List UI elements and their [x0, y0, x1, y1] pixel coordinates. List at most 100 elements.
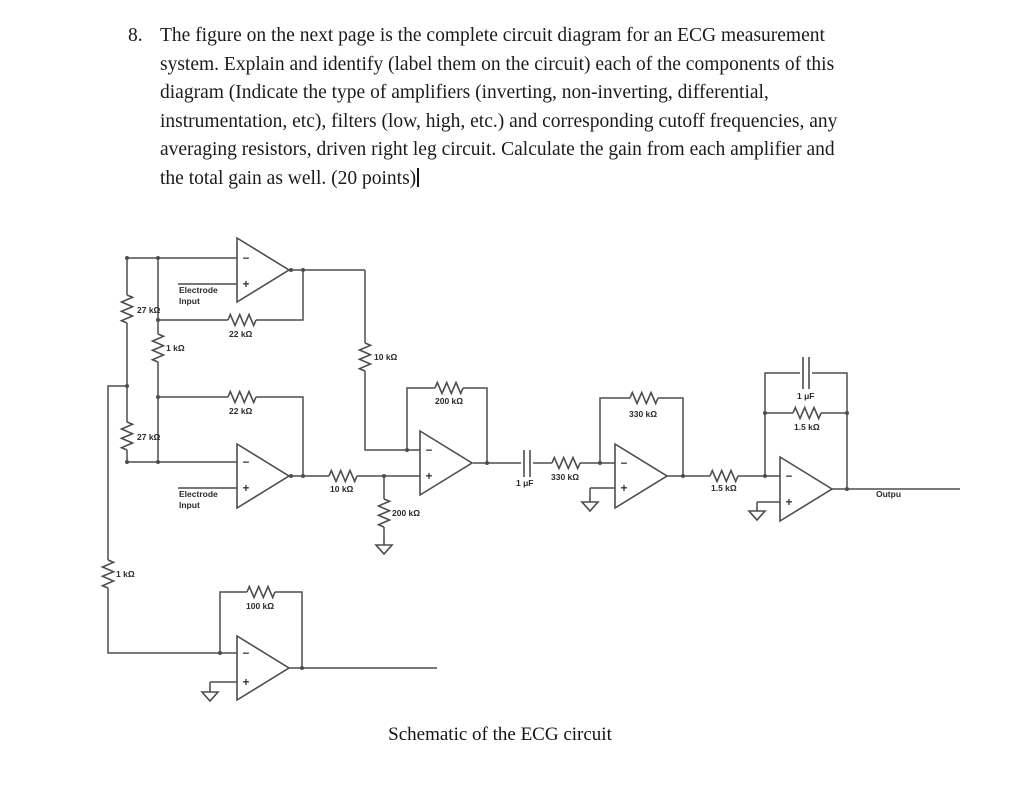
electrode-input-label: Electrode [179, 285, 218, 295]
ground-icon [375, 539, 393, 555]
ground-icon [581, 496, 599, 512]
resistor-value: 22 kΩ [229, 406, 253, 416]
resistor-1p5k-feedback [792, 406, 822, 420]
resistor-330k-input [551, 456, 581, 470]
junction [681, 474, 685, 478]
question-line[interactable]: system. Explain and identify (label them… [160, 53, 835, 75]
resistor-value: 22 kΩ [229, 329, 253, 339]
capacitor-value: 1 μF [516, 478, 533, 488]
resistor-value: 10 kΩ [374, 352, 398, 362]
junction [405, 448, 409, 452]
opamp-plus-sign: + [621, 483, 628, 495]
junction [300, 666, 304, 670]
capacitor-plates [523, 450, 531, 477]
resistor-1p5k-input [709, 469, 739, 483]
junction [301, 268, 305, 272]
junction [125, 460, 129, 464]
question-line[interactable]: averaging resistors, driven right leg ci… [160, 136, 928, 165]
junction [845, 487, 849, 491]
resistor-200k-ground [377, 498, 391, 528]
junction [598, 461, 602, 465]
junction [845, 411, 849, 415]
resistor-27k-bottom [120, 421, 134, 451]
resistor-value: 1 kΩ [166, 343, 185, 353]
resistor-200k-feedback [434, 381, 464, 395]
resistor-1k-gain [151, 333, 165, 363]
question-line[interactable]: diagram (Indicate the type of amplifiers… [160, 82, 769, 104]
junction [156, 395, 160, 399]
resistor-value: 200 kΩ [392, 508, 420, 518]
opamp-highpass [614, 443, 668, 509]
ground-icon [748, 505, 766, 521]
opamp-differential [419, 430, 473, 496]
output-label: Outpu [876, 489, 901, 499]
capacitor-1uf-series [523, 450, 531, 477]
junction [156, 460, 160, 464]
wire-net [107, 257, 960, 687]
question-line[interactable]: the total gain as well. (20 points) [160, 165, 928, 194]
resistor-22k-top [227, 313, 257, 327]
opamp-lowpass [779, 456, 833, 522]
resistor-value: 200 kΩ [435, 396, 463, 406]
question-text[interactable]: The figure on the next page is the compl… [160, 22, 928, 194]
resistor-value: 330 kΩ [551, 472, 579, 482]
question-line[interactable]: instrumentation, etc), filters (low, hig… [160, 110, 838, 132]
opamp-minus-sign: − [243, 253, 250, 265]
junction-dots [125, 256, 849, 670]
junction [218, 651, 222, 655]
junction [485, 461, 489, 465]
capacitor-plates [802, 357, 810, 389]
opamp-buffer-top [236, 237, 290, 303]
resistor-1k-drl [101, 559, 115, 589]
capacitor-1uf-feedback [802, 357, 810, 389]
question-block[interactable]: 8. The figure on the next page is the co… [128, 22, 928, 194]
resistor-value: 330 kΩ [629, 409, 657, 419]
opamp-minus-sign: − [786, 471, 793, 483]
resistor-27k-top [120, 294, 134, 324]
junction [289, 268, 293, 272]
ground-icon [201, 686, 219, 702]
opamp-plus-sign: + [243, 677, 250, 689]
resistor-100k-feedback [246, 585, 276, 599]
junction [382, 474, 386, 478]
opamp-signs: − + − + − + − + − + − + [243, 253, 793, 689]
junction [125, 384, 129, 388]
question-number[interactable]: 8. [128, 25, 143, 46]
opamp-plus-sign: + [243, 483, 250, 495]
resistor-value: 1.5 kΩ [711, 483, 737, 493]
junction [301, 474, 305, 478]
figure-caption[interactable]: Schematic of the ECG circuit [388, 724, 612, 745]
component-labels: Electrode Input Electrode Input 27 kΩ 1 … [116, 285, 901, 611]
resistor-value: 27 kΩ [137, 432, 161, 442]
resistor-10k-vertical [358, 342, 372, 372]
resistor-330k-feedback [629, 391, 659, 405]
opamp-driven-right-leg [236, 635, 290, 701]
question-line[interactable]: The figure on the next page is the compl… [160, 25, 825, 46]
opamp-plus-sign: + [786, 497, 793, 509]
junction [763, 474, 767, 478]
resistor-value: 1 kΩ [116, 569, 135, 579]
resistor-10k-horizontal [328, 469, 358, 483]
opamp-minus-sign: − [621, 458, 628, 470]
resistors [101, 294, 822, 599]
junction [763, 411, 767, 415]
electrode-input-label: Input [179, 500, 200, 510]
junction [156, 318, 160, 322]
junction [125, 256, 129, 260]
resistor-22k-bottom [227, 390, 257, 404]
opamp-plus-sign: + [426, 471, 433, 483]
text-cursor [417, 167, 419, 187]
opamp-minus-sign: − [426, 445, 433, 457]
opamp-buffer-bottom [236, 443, 290, 509]
resistor-value: 1.5 kΩ [794, 422, 820, 432]
junction [289, 474, 293, 478]
question-line-text: the total gain as well. (20 points) [160, 167, 417, 189]
opamp-minus-sign: − [243, 648, 250, 660]
capacitor-value: 1 μF [797, 391, 814, 401]
resistor-value: 100 kΩ [246, 601, 274, 611]
opamp-plus-sign: + [243, 279, 250, 291]
circuit-wires [107, 257, 960, 687]
junction [156, 256, 160, 260]
